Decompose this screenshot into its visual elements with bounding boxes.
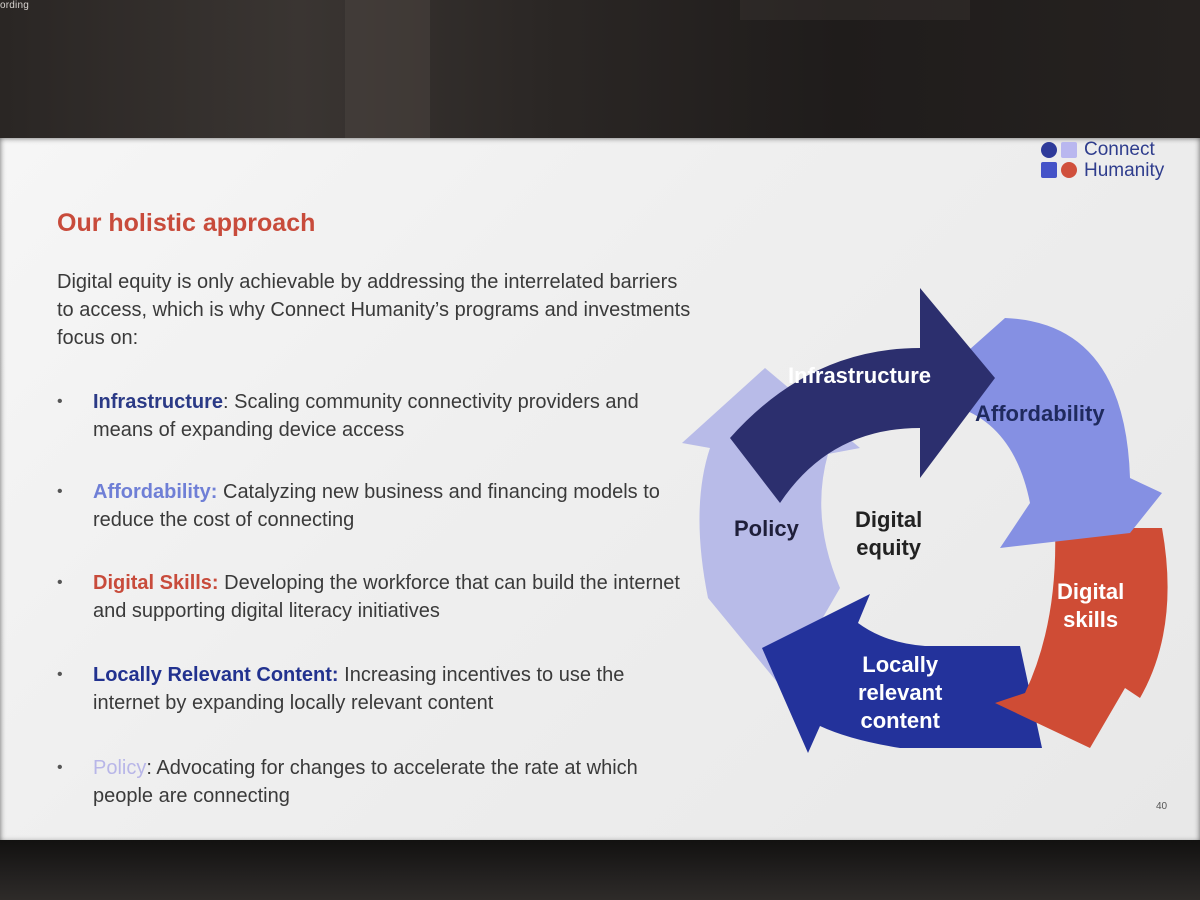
cycle-label-line: Affordability (975, 401, 1105, 426)
logo-line-2: Humanity (1084, 160, 1165, 181)
bullet-text: Scaling community connectivity providers… (93, 391, 639, 441)
cycle-center-label: Digital equity (855, 506, 922, 562)
recording-indicator: ording (0, 0, 29, 11)
bullet-text: Advocating for changes to accelerate the… (93, 757, 638, 807)
background-room: ording (0, 0, 1200, 140)
cycle-arrow-infrastructure (730, 288, 995, 503)
cycle-arrows-svg (682, 288, 1168, 753)
cycle-label-line: Digital (1057, 579, 1125, 604)
bullet-separator: : (223, 391, 229, 413)
cycle-label-digital-skills: Digital skills (1057, 578, 1124, 634)
bullet-dot: • (57, 574, 63, 591)
bullet-term: Infrastructure (93, 391, 224, 413)
slide-page-number: 40 (1156, 801, 1168, 812)
cycle-label-affordability: Affordability (975, 400, 1105, 428)
bullet-text: Increasing incentives to use the interne… (93, 664, 625, 714)
cycle-label-line: content (860, 708, 940, 733)
background-wall-panel (345, 0, 430, 140)
logo-line-1: Connect (1084, 139, 1155, 160)
cycle-label-infrastructure: Infrastructure (788, 362, 931, 390)
background-window (740, 0, 970, 20)
bullet-dot: • (57, 666, 63, 683)
slide-title: Our holistic approach (57, 209, 316, 237)
cycle-label-line: Infrastructure (788, 363, 932, 388)
logo-wordmark: Connect Humanity (1084, 139, 1164, 181)
bullet-body: Policy: Advocating for changes to accele… (93, 754, 693, 810)
cycle-center-line-2: equity (856, 535, 922, 560)
presentation-slide: Connect Humanity Our holistic approach D… (0, 138, 1200, 842)
connect-humanity-logo: Connect Humanity (1040, 139, 1190, 183)
cycle-label-policy: Policy (734, 515, 799, 543)
cycle-label-line: relevant (858, 680, 943, 705)
bullet-text: Developing the workforce that can build … (93, 572, 680, 622)
bullet-dot: • (57, 759, 63, 776)
cycle-label-line: Locally (862, 652, 939, 677)
bullet-term: Digital Skills: (93, 572, 219, 594)
monitor-bottom-bezel (0, 840, 1200, 900)
bullet-body: Locally Relevant Content: Increasing inc… (93, 661, 693, 717)
bullet-dot: • (57, 483, 63, 500)
bullet-term: Locally Relevant Content: (93, 664, 339, 686)
bullet-body: Infrastructure: Scaling community connec… (93, 388, 693, 444)
bullet-separator: : (146, 757, 152, 779)
bullet-dot: • (57, 393, 63, 410)
digital-equity-cycle-diagram: Digital equity Infrastructure Affordabil… (670, 278, 1200, 758)
cycle-label-locally-relevant-content: Locally relevant content (858, 651, 942, 735)
cycle-arrow-affordability (960, 318, 1162, 548)
bullet-term: Policy (93, 757, 147, 779)
cycle-label-line: skills (1063, 607, 1119, 632)
logo-mark-icon (1041, 142, 1077, 178)
intro-paragraph: Digital equity is only achievable by add… (57, 271, 691, 349)
bullet-term: Affordability: (93, 481, 218, 503)
bullet-body: Digital Skills: Developing the workforce… (93, 569, 693, 625)
cycle-arrow-digital-skills (995, 528, 1168, 748)
cycle-center-line-1: Digital (855, 507, 923, 532)
cycle-label-line: Policy (734, 516, 799, 541)
bullet-body: Affordability: Catalyzing new business a… (93, 478, 693, 534)
cycle-arrow-locally-relevant-content (762, 594, 1042, 753)
bullet-text: Catalyzing new business and financing mo… (93, 481, 660, 531)
